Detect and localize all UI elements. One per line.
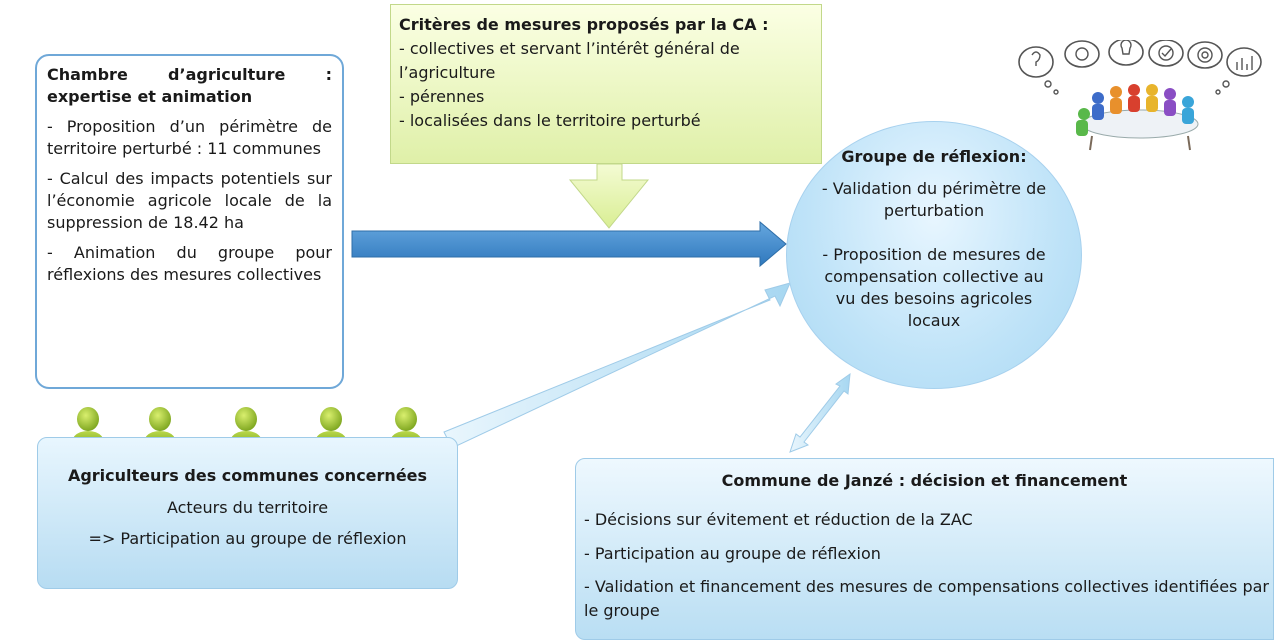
farmers-role: Acteurs du territoire: [166, 498, 329, 517]
arrow-chambre-to-group: [351, 220, 787, 268]
arrow-farmers-to-group: [443, 282, 791, 449]
group-item: - Validation du périmètre de perturbatio…: [821, 179, 1047, 220]
chambre-title: Chambre d’agriculture :: [47, 65, 332, 84]
group-reflexion-circle: Groupe de réflexion: - Validation du pér…: [786, 121, 1082, 389]
criteria-item: - localisées dans le territoire perturbé: [399, 111, 701, 130]
criteria-item: - pérennes: [399, 87, 485, 106]
criteria-box: Critères de mesures proposés par la CA :…: [390, 4, 822, 164]
chambre-subtitle: expertise et animation: [47, 87, 253, 106]
farmers-box: Agriculteurs des communes concernées Act…: [37, 437, 458, 589]
chambre-item: - Calcul des impacts potentiels sur l’éc…: [47, 169, 332, 232]
arrow-group-commune: [789, 372, 851, 453]
group-item: - Proposition de mesures de compensation…: [822, 245, 1046, 330]
commune-item: - Validation et financement des mesures …: [584, 577, 1269, 620]
group-title: Groupe de réflexion:: [841, 147, 1027, 166]
meeting-illustration: [1018, 40, 1262, 151]
chambre-item: - Animation du groupe pour réflexions de…: [47, 243, 332, 284]
arrow-criteria-down: [568, 163, 650, 229]
criteria-item: - collectives et servant l’intérêt génér…: [399, 39, 740, 82]
commune-item: - Participation au groupe de réflexion: [584, 544, 881, 563]
commune-title: Commune de Janzé : décision et financeme…: [721, 471, 1128, 490]
farmers-title: Agriculteurs des communes concernées: [67, 466, 428, 485]
farmers-participation: => Participation au groupe de réflexion: [88, 529, 407, 548]
commune-item: - Décisions sur évitement et réduction d…: [584, 510, 973, 529]
chambre-item: - Proposition d’un périmètre de territoi…: [47, 117, 332, 158]
chambre-agriculture-box: Chambre d’agriculture : expertise et ani…: [35, 54, 344, 389]
criteria-title: Critères de mesures proposés par la CA :: [399, 15, 769, 34]
commune-janze-box: Commune de Janzé : décision et financeme…: [575, 458, 1274, 640]
